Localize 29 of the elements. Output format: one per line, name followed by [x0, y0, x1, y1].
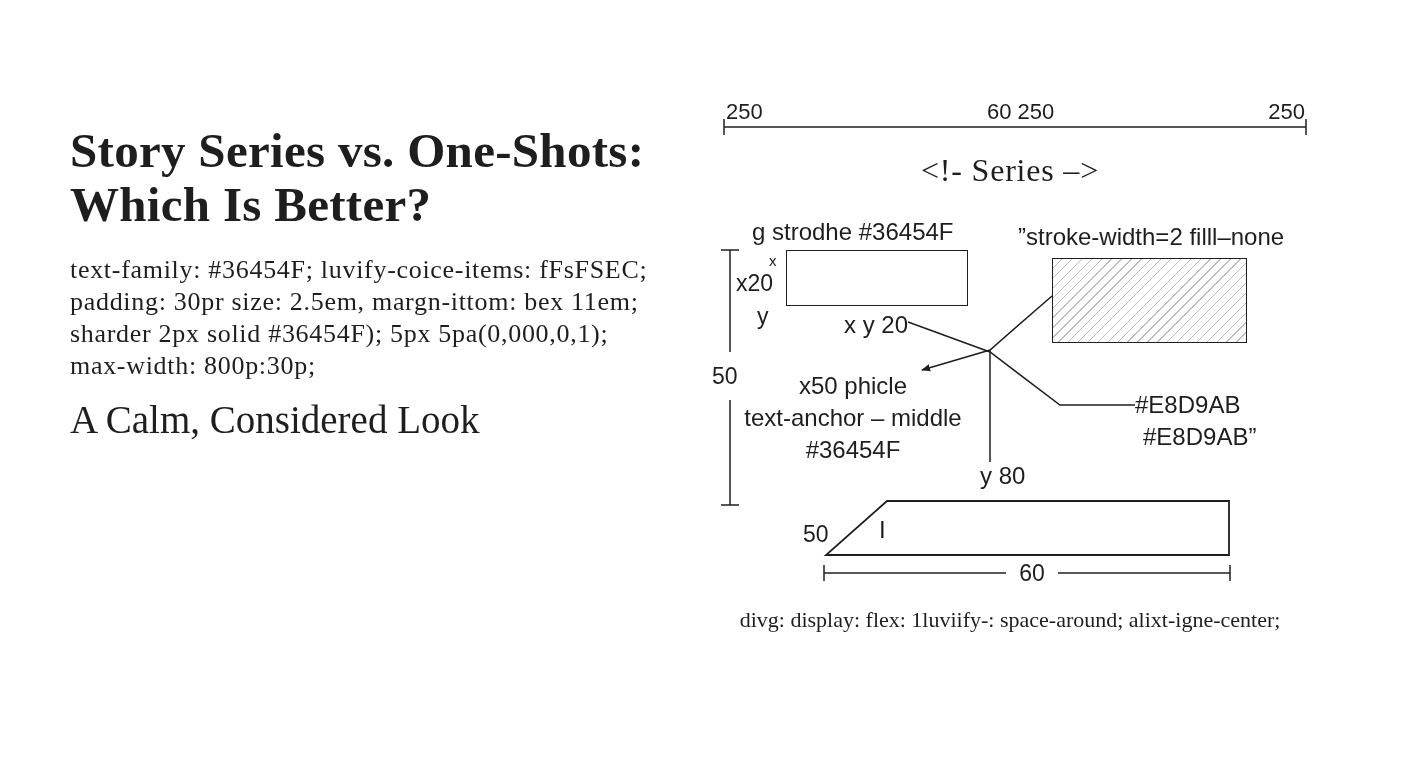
arrow — [921, 295, 1053, 372]
coordinate-label: x — [769, 253, 777, 269]
page-title: Story Series vs. One-Shots: Which Is Better? — [70, 124, 646, 232]
color-code-label: #E8D9AB” — [1143, 422, 1257, 452]
leader-line — [989, 349, 991, 463]
dimension-label: 60 — [1019, 560, 1045, 586]
hatched-rectangle — [1052, 258, 1247, 343]
color-code-label: #E8D9AB — [1135, 390, 1241, 420]
coordinate-label: y 80 — [980, 462, 1026, 490]
coordinate-label: x20 — [736, 270, 774, 296]
dimension-label: 250 — [726, 99, 763, 125]
leader-line — [907, 321, 1136, 406]
outlined-rectangle — [786, 250, 968, 306]
annotation-text: #36454F — [805, 435, 901, 465]
dimension-label: 50 — [712, 363, 738, 389]
attribute-label: g strodhe #36454F — [752, 218, 954, 246]
code-text: divg: display: flex: 1luviify-: space-around; alixt-igne-center; — [739, 606, 1281, 634]
coordinate-label: y — [757, 303, 769, 329]
dimension-label: 60 250 — [987, 99, 1055, 125]
subtitle: A Calm, Considered Look — [70, 398, 480, 442]
dimension-label: 250 — [1268, 99, 1305, 125]
dimension-label: 50 — [803, 521, 829, 547]
shape-text: I — [879, 517, 886, 543]
attribute-label: ”stroke-width=2 filll–none — [1018, 223, 1285, 251]
annotation-text: x50 phicle — [798, 371, 908, 401]
code-comment: <!- Series –> — [921, 151, 1099, 189]
body-text: text-family: #36454F; luvify-coice-items: fFsFSEC; padding: 30pr size: 2.5em, margn-ittom: bex 11em; sharder 2px solid #36454F); 5px 5pa(0,000,0,1); max-width: 800p:30p; — [70, 254, 649, 382]
coordinate-label: x y 20 — [844, 311, 909, 339]
annotation-text: text-anchor – middle — [744, 403, 962, 433]
